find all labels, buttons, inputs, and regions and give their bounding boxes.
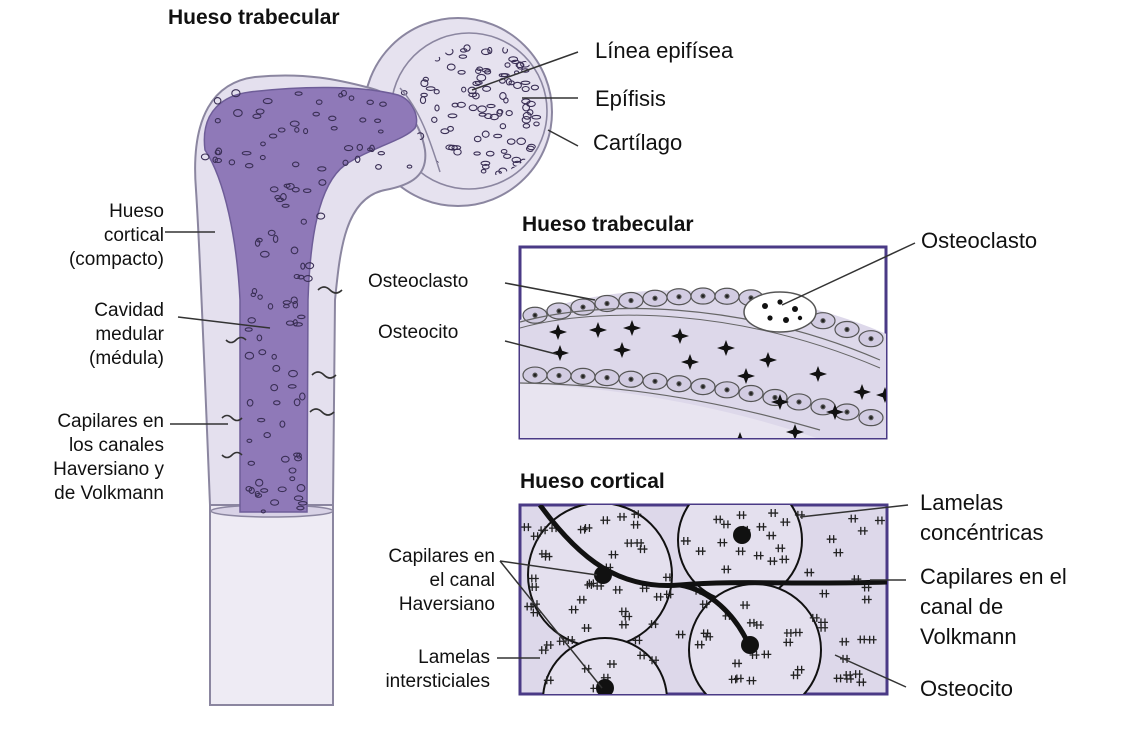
title-hueso-trabecular: Hueso trabecular (168, 5, 340, 31)
label-osteoclasto-small: Osteoclasto (368, 270, 468, 294)
label-capilares-volkmann: Capilares en el canal de Volkmann (920, 562, 1067, 652)
label-lamelas-intersticiales: Lamelas intersticiales (330, 646, 490, 694)
label-osteocito-large: Osteocito (920, 674, 1013, 703)
label-osteoclasto-large: Osteoclasto (921, 226, 1037, 255)
label-epifisis: Epífisis (595, 84, 666, 113)
label-hueso-cortical: Hueso cortical (compacto) (40, 200, 164, 272)
label-cavidad-medular: Cavidad medular (médula) (40, 299, 164, 371)
label-lamelas-concentricas: Lamelas concéntricas (920, 488, 1044, 548)
label-cartilago: Cartílago (593, 128, 682, 157)
label-linea-epifisea: Línea epifísea (595, 36, 733, 65)
label-capilares-haversiano: Capilares en el canal Haversiano (340, 545, 495, 617)
trabecular-panel (520, 247, 900, 470)
label-osteocito-small: Osteocito (378, 321, 458, 345)
label-capilares-canales: Capilares en los canales Haversiano y de… (10, 410, 164, 506)
title-panel-trabecular: Hueso trabecular (522, 212, 694, 238)
bone-shaft-cut (210, 505, 333, 705)
title-panel-cortical: Hueso cortical (520, 469, 665, 495)
cortical-panel (520, 478, 887, 733)
